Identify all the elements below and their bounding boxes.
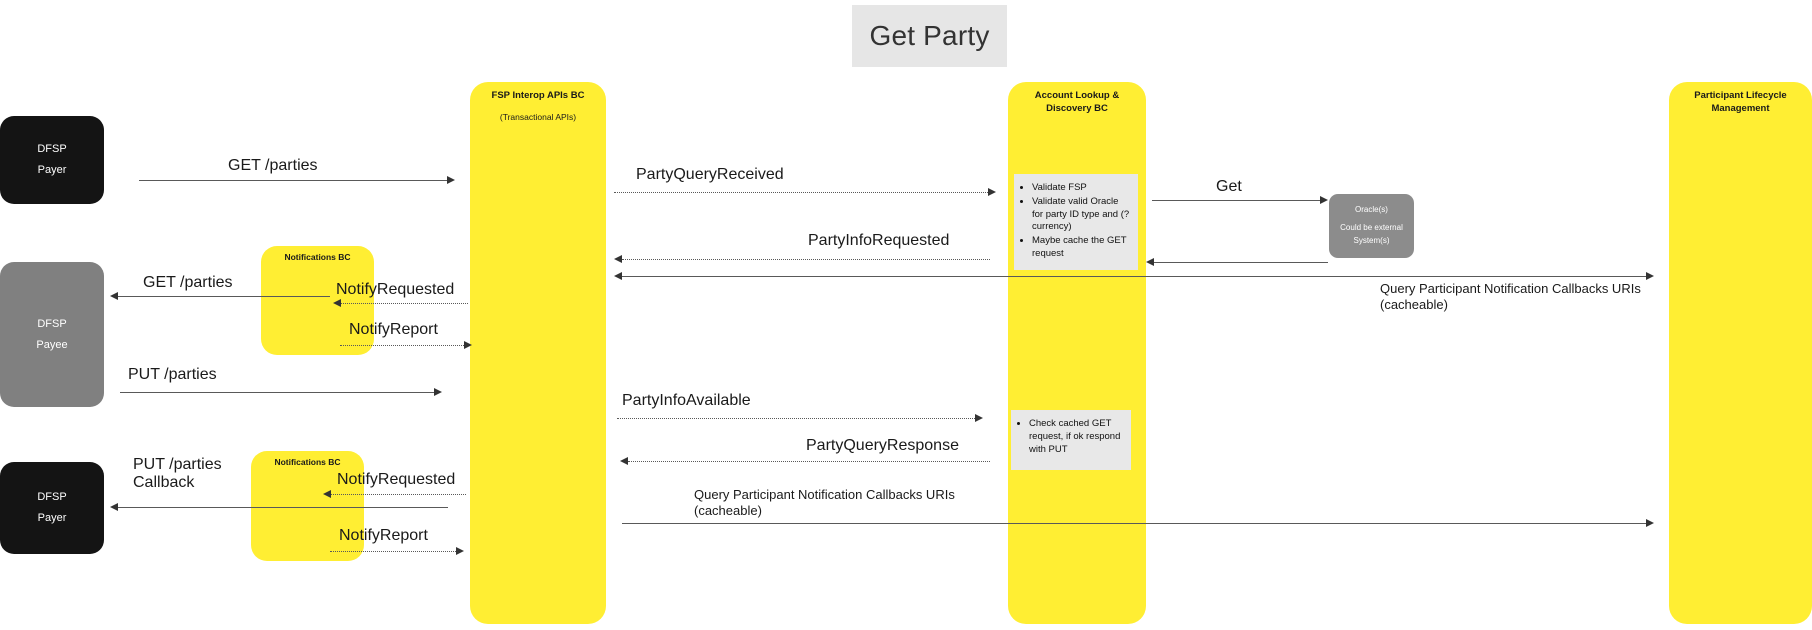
arrow-party-query-response (628, 461, 990, 462)
actor-name: DFSP (37, 143, 67, 156)
arrow-put-parties (120, 392, 436, 393)
lifeline-fsp-interop (470, 82, 606, 624)
message-label-notify-report-bottom: NotifyReport (339, 527, 428, 544)
arrow-notify-requested-bottom (330, 494, 466, 495)
arrow-head-left-icon (323, 490, 331, 498)
arrow-get-oracle (1152, 200, 1322, 201)
message-label-party-info-requested: PartyInfoRequested (808, 232, 950, 249)
arrow-head-left-icon (614, 272, 622, 280)
arrow-put-parties-callback (118, 507, 448, 508)
note-cached-get: Check cached GET request, if ok respond … (1011, 410, 1131, 470)
message-label-get-oracle: Get (1216, 178, 1242, 195)
lifeline-account-lookup (1008, 82, 1146, 624)
note-bullet: Validate valid Oracle for party ID type … (1032, 196, 1130, 234)
actor-dfsp-payer-top: DFSP Payer (0, 116, 104, 204)
arrow-head-left-icon (333, 299, 341, 307)
lifeline-participant-lifecycle (1669, 82, 1812, 624)
arrow-party-info-requested (622, 259, 990, 260)
actor-name: DFSP (37, 491, 67, 504)
arrow-get-parties-payee (118, 296, 330, 297)
arrow-notify-requested-top (340, 303, 468, 304)
actor-role: Payer (37, 164, 67, 176)
lifeline-label-fsp-interop: FSP Interop APIs BC (491, 90, 585, 101)
arrow-head-right-icon (447, 176, 455, 184)
note-bullet: Check cached GET request, if ok respond … (1029, 418, 1123, 456)
note-validate: Validate FSP Validate valid Oracle for p… (1014, 174, 1138, 270)
arrow-query-callbacks-top (622, 276, 1652, 277)
arrow-party-query-received (614, 192, 990, 193)
arrow-head-right-icon (1646, 272, 1654, 280)
arrow-notify-report-top (340, 345, 466, 346)
notifications-bc-top-box (261, 246, 374, 355)
arrow-query-callbacks-bottom (622, 523, 1652, 524)
arrow-head-right-icon (464, 341, 472, 349)
arrow-head-left-icon (620, 457, 628, 465)
query-callbacks-line1: Query Participant Notification Callbacks… (694, 487, 955, 502)
lifeline-sublabel-fsp-interop: (Transactional APIs) (499, 112, 577, 122)
page-title: Get Party (852, 5, 1007, 67)
arrow-notify-report-bottom (330, 551, 458, 552)
oracle-name: Oracle(s) (1355, 205, 1388, 215)
lifeline-label-participant-lifecycle: Participant Lifecycle Management (1694, 90, 1787, 114)
arrow-head-left-icon (614, 255, 622, 263)
arrow-party-info-available (617, 418, 977, 419)
query-callbacks-line2: (cacheable) (694, 503, 762, 519)
put-callback-line2: Callback (133, 474, 195, 492)
query-callbacks-line2: (cacheable) (1380, 297, 1448, 313)
note-bullet: Maybe cache the GET request (1032, 235, 1130, 261)
message-label-get-parties-payee: GET /parties (143, 274, 233, 291)
message-label-notify-requested-top: NotifyRequested (336, 281, 455, 298)
notifications-bc-top-label: Notifications BC (284, 252, 351, 262)
notifications-bc-bottom-box (251, 451, 364, 561)
arrow-head-right-icon (1320, 196, 1328, 204)
message-label-put-parties: PUT /parties (128, 366, 217, 383)
actor-role: Payer (37, 512, 67, 524)
actor-role: Payee (36, 338, 68, 351)
message-label-put-parties-callback: PUT /parties Callback (133, 456, 222, 493)
message-label-notify-requested-bottom: NotifyRequested (337, 471, 456, 488)
message-label-query-callbacks-top: Query Participant Notification Callbacks… (1380, 281, 1680, 314)
actor-dfsp-payer-bottom: DFSP Payer (0, 462, 104, 554)
arrow-head-left-icon (1146, 258, 1154, 266)
arrow-head-right-icon (988, 188, 996, 196)
message-label-notify-report-top: NotifyReport (349, 321, 438, 338)
lifeline-label-account-lookup: Account Lookup & Discovery BC (1034, 90, 1120, 114)
message-label-party-query-received: PartyQueryReceived (636, 166, 784, 183)
arrow-head-right-icon (434, 388, 442, 396)
actor-name: DFSP (37, 317, 67, 330)
message-label-party-query-response: PartyQueryResponse (806, 437, 959, 454)
message-label-party-info-available: PartyInfoAvailable (622, 392, 751, 409)
oracle-subtitle: Could be external System(s) (1340, 223, 1403, 245)
message-label-query-callbacks-bottom: Query Participant Notification Callbacks… (694, 487, 994, 520)
note-bullet: Validate FSP (1032, 182, 1130, 195)
arrow-oracle-response (1152, 262, 1328, 263)
actor-dfsp-payee: DFSP Payee (0, 262, 104, 407)
arrow-head-left-icon (110, 503, 118, 511)
notifications-bc-bottom-label: Notifications BC (274, 457, 341, 467)
arrow-head-right-icon (975, 414, 983, 422)
arrow-head-left-icon (110, 292, 118, 300)
arrow-head-right-icon (456, 547, 464, 555)
put-callback-line1: PUT /parties (133, 456, 222, 473)
actor-oracle: Oracle(s) Could be external System(s) (1329, 194, 1414, 258)
query-callbacks-line1: Query Participant Notification Callbacks… (1380, 281, 1641, 296)
arrow-get-parties-payer (139, 180, 449, 181)
arrow-head-right-icon (1646, 519, 1654, 527)
message-label-get-parties-payer: GET /parties (228, 157, 318, 174)
